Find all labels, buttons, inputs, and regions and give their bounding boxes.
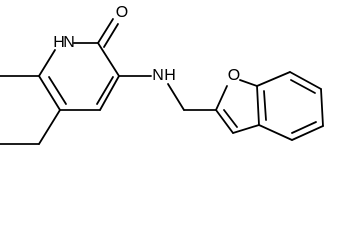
- bond-c3-c4: [99, 75, 120, 111]
- bond-c3f-c3a: [232, 124, 260, 134]
- bond-c5-ethyl-1: [38, 109, 61, 145]
- chemical-structure-diagram: O H N N H O: [0, 4, 324, 145]
- bond-c3a-c7a: [256, 85, 260, 126]
- bond-c2-c3: [97, 42, 120, 77]
- bond-c2-o: [97, 18, 114, 44]
- bond-c5-c6-inner: [48, 76, 67, 105]
- bond-c7a-c7: [256, 71, 291, 87]
- bond-o-c7a: [239, 79, 258, 87]
- bond-c3-c4-inner: [96, 76, 114, 105]
- bond-c2f-o: [215, 85, 228, 111]
- bond-c6-c5: [320, 88, 324, 127]
- ring-nh-nitrogen-label: N: [63, 34, 75, 51]
- bond-c4-c3a: [258, 124, 293, 141]
- carbonyl-oxygen-label: O: [116, 4, 128, 21]
- bond-c5-c6: [38, 75, 61, 111]
- furan-oxygen-label: O: [228, 67, 240, 84]
- bond-c7-c6-inner: [290, 79, 316, 94]
- bond-c3a-c7a-inner: [263, 90, 267, 121]
- bond-c2f-c3f-inner: [223, 109, 238, 128]
- bond-c5-c4: [291, 125, 324, 141]
- amine-hydrogen-label: H: [164, 67, 176, 84]
- bond-c7-c6: [289, 71, 322, 90]
- ring-nh-hydrogen-label: H: [53, 34, 65, 51]
- amine-nitrogen-label: N: [152, 67, 164, 84]
- bond-nh-ch2: [167, 83, 185, 111]
- bond-c6-n1: [38, 49, 56, 77]
- bond-c2f-c3f: [215, 109, 234, 134]
- molecule-canvas: O H N N H O: [0, 4, 324, 145]
- bond-c5-c4-inner: [291, 121, 317, 134]
- bond-c2-o-double: [103, 23, 119, 48]
